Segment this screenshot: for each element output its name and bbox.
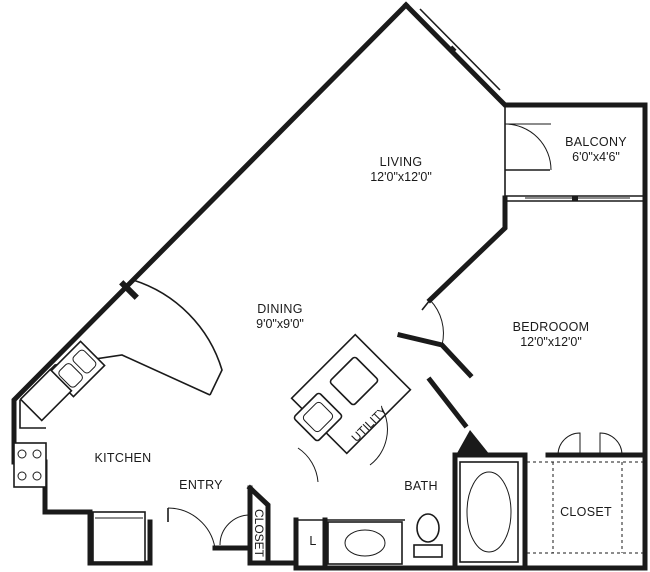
room-label-entry: ENTRY bbox=[179, 478, 223, 493]
room-label-dining: DINING 9'0"x9'0" bbox=[256, 302, 304, 332]
dishwasher bbox=[19, 368, 73, 422]
room-name: ENTRY bbox=[179, 478, 223, 492]
refrigerator bbox=[92, 511, 146, 563]
room-name: CLOSET bbox=[252, 508, 267, 558]
stove bbox=[13, 442, 47, 488]
toilet-tank bbox=[413, 544, 443, 558]
entry-closet-door-swing bbox=[219, 514, 251, 546]
room-dimensions: 6'0"x4'6" bbox=[572, 150, 620, 164]
room-name: CLOSET bbox=[560, 505, 612, 519]
room-label-kitchen: KITCHEN bbox=[95, 451, 152, 466]
room-name: BEDROOOM bbox=[512, 320, 590, 334]
room-name: L bbox=[309, 534, 317, 548]
bedroom-closet bbox=[527, 432, 643, 554]
room-label-living: LIVING 12'0"x12'0" bbox=[370, 155, 432, 185]
room-label-bath: BATH bbox=[404, 479, 438, 494]
kitchen bbox=[13, 340, 211, 563]
room-label-linen: L bbox=[309, 534, 316, 549]
interior-walls bbox=[246, 195, 648, 571]
utility-room bbox=[290, 333, 412, 483]
wall-ticks bbox=[119, 165, 247, 300]
vanity bbox=[327, 521, 403, 565]
room-label-balcony: BALCONY 6'0"x4'6" bbox=[565, 135, 627, 165]
room-dimensions: 12'0"x12'0" bbox=[370, 170, 432, 184]
room-name: BALCONY bbox=[565, 135, 627, 149]
room-label-closet-entry: CLOSET bbox=[252, 509, 266, 557]
living-window bbox=[413, 8, 501, 95]
room-name: KITCHEN bbox=[94, 451, 152, 465]
entry-door-swing bbox=[167, 507, 216, 549]
room-dimensions: 9'0"x9'0" bbox=[256, 317, 304, 331]
room-label-bedroom: BEDROOOM 12'0"x12'0" bbox=[513, 320, 590, 350]
exterior-walls bbox=[11, 1, 648, 571]
room-label-closet-bedroom: CLOSET bbox=[560, 505, 612, 520]
room-name: LIVING bbox=[379, 155, 423, 169]
room-dimensions: 12'0"x12'0" bbox=[520, 335, 582, 349]
dining-arc bbox=[132, 279, 223, 396]
bath bbox=[327, 461, 519, 565]
room-name: BATH bbox=[404, 479, 438, 493]
bathtub bbox=[459, 461, 519, 563]
room-name: DINING bbox=[257, 302, 303, 316]
balcony bbox=[504, 105, 645, 202]
toilet-bowl bbox=[416, 513, 440, 543]
